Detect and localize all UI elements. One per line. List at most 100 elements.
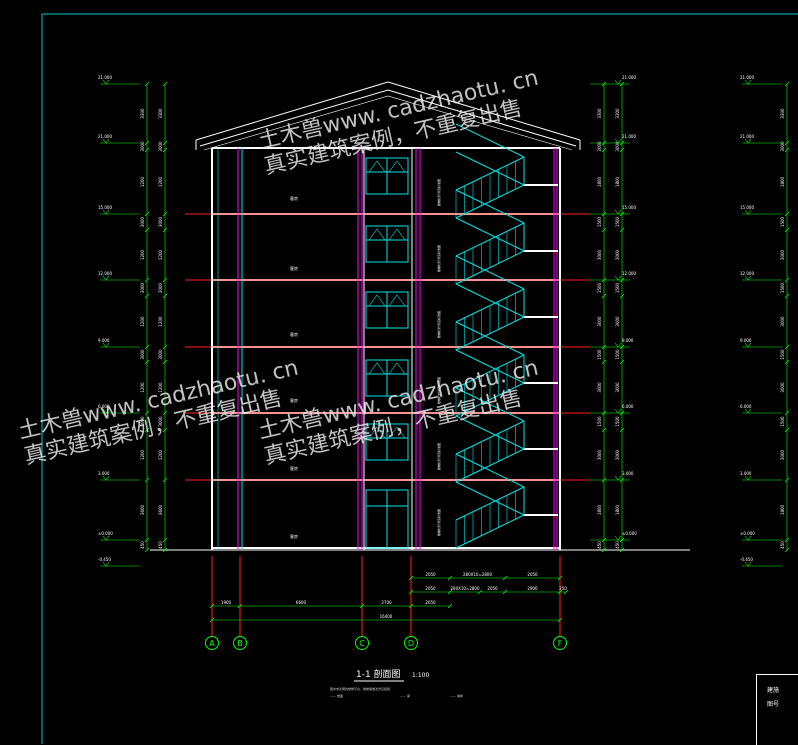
dim-far-right-value: 3300	[780, 108, 785, 119]
axis-label: F	[558, 639, 563, 648]
dim-row-1-tick	[408, 575, 414, 581]
dim-left-inner-tick	[162, 547, 168, 553]
dim-right-outer-tick	[619, 359, 625, 365]
dim-left-inner-tick	[162, 410, 168, 416]
room-label: 客房	[290, 465, 298, 471]
dim-right-outer-value: 450	[615, 541, 620, 549]
dim-left-outer-value: 3000	[140, 349, 145, 360]
dim-left-inner-value: 1200	[158, 316, 163, 327]
dim-far-right-tick	[784, 537, 790, 543]
dim-left-outer-value: 3600	[140, 504, 145, 515]
dim-far-right-value: 3000	[780, 141, 785, 152]
dim-left-outer-value: 3000	[140, 416, 145, 427]
dim-row-2-value: 2050	[425, 586, 436, 591]
stair-handrail-return	[455, 255, 525, 290]
room-label: 客房	[290, 195, 298, 201]
axis-label: B	[237, 639, 243, 648]
dim-left-outer-value: 450	[140, 541, 145, 549]
dim-left-outer-value: 3000	[140, 282, 145, 293]
elevation-right-value: 21.000	[622, 134, 636, 139]
dim-left-inner-tick	[162, 147, 168, 153]
dim-row-2-tick	[563, 589, 569, 595]
dim-right-inner-value: 3000	[597, 316, 602, 327]
dim-right-outer-value: 3000	[615, 316, 620, 327]
axis-bubble	[205, 636, 219, 650]
dim-row-3-value: 2050	[425, 600, 436, 605]
room-label: 客房	[290, 533, 298, 539]
dim-far-right-tick	[784, 477, 790, 483]
dim-row-2-tick	[557, 589, 563, 595]
dim-far-right-tick	[784, 344, 790, 350]
stair-note: 楼梯栏杆详见标准图	[436, 179, 441, 206]
stair-handrail-return	[455, 189, 525, 224]
window-opening-mark	[388, 228, 406, 241]
dim-right-inner-value: 1800	[597, 504, 602, 515]
stair-note: 楼梯栏杆详见标准图	[436, 443, 441, 470]
dim-left-inner-tick	[162, 211, 168, 217]
dim-right-outer-value: 3300	[615, 108, 620, 119]
dim-right-inner-value: 3000	[597, 382, 602, 393]
elevation-far-value: 15.000	[740, 205, 754, 210]
roof-inner-line	[199, 89, 577, 147]
elevation-right-marker	[614, 408, 622, 414]
dim-right-outer-value: 1800	[615, 176, 620, 187]
note-2: —— 楼面	[330, 693, 343, 698]
dim-left-inner-value: 3000	[158, 141, 163, 152]
dim-left-inner-value: 1200	[158, 382, 163, 393]
dim-right-inner-value: 450	[597, 541, 602, 549]
dim-right-outer-tick	[619, 293, 625, 299]
dim-right-outer-tick	[619, 547, 625, 553]
elevation-left-value: 12.000	[98, 271, 112, 276]
dim-row-3-tick	[408, 603, 414, 609]
dim-far-right-tick	[784, 81, 790, 87]
building-section	[150, 81, 690, 551]
dim-left-outer-tick	[144, 547, 150, 553]
room-label: 客房	[290, 265, 298, 271]
axis-bubble	[355, 636, 369, 650]
dim-right-outer-value: 1500	[615, 216, 620, 227]
dim-row-2-tick	[408, 589, 414, 595]
elevation-far-value: 3.000	[740, 471, 752, 476]
elevation-left-value: ±0.000	[98, 531, 113, 536]
window-opening-mark	[368, 362, 386, 375]
dim-row-2-value: 280X10=2800	[451, 586, 480, 591]
window-opening-mark	[368, 160, 386, 173]
elevation-right-marker	[614, 209, 622, 215]
elevation-left-value: 9.000	[98, 338, 110, 343]
dim-far-right-value: 3000	[780, 249, 785, 260]
section-title: 1-1 剖面图	[356, 668, 401, 680]
window-opening-mark	[368, 294, 386, 307]
dim-right-outer-value: 3000	[615, 382, 620, 393]
elevation-right-marker	[614, 138, 622, 144]
dim-left-outer-tick	[144, 227, 150, 233]
dim-row-3-value: 1900	[221, 600, 232, 605]
axis-label: D	[408, 639, 414, 648]
title-block-label: 建施	[767, 687, 780, 694]
elevation-right-marker	[614, 475, 622, 481]
dim-left-inner-value: 3300	[158, 108, 163, 119]
dim-left-outer-tick	[144, 277, 150, 283]
elevation-far-marker	[744, 342, 752, 348]
dim-far-right-value: 450	[780, 541, 785, 549]
window-opening-mark	[388, 362, 406, 375]
dim-right-outer-value: 3000	[615, 249, 620, 260]
dim-far-right-tick	[784, 359, 790, 365]
stair-flights: 楼梯栏杆详见标准图楼梯栏杆详见标准图楼梯栏杆详见标准图楼梯栏杆详见标准图楼梯栏杆…	[436, 123, 558, 549]
elevation-right-marker	[614, 535, 622, 541]
elevation-far-value: -0.450	[740, 557, 753, 562]
dim-right-outer-value: 1800	[615, 504, 620, 515]
dim-right-inner-value: 3000	[597, 141, 602, 152]
stair-flight-return	[455, 283, 525, 318]
dim-right-outer-value: 1500	[615, 349, 620, 360]
dim-right-inner-value: 1500	[597, 416, 602, 427]
dim-right-outer-tick	[619, 227, 625, 233]
stair-handrail-return	[455, 123, 525, 158]
window-opening-mark	[368, 228, 386, 241]
dim-right-outer-value: 3000	[615, 449, 620, 460]
dim-left-outer-tick	[144, 211, 150, 217]
elevation-right-value: ±0.000	[622, 531, 637, 536]
dim-row-2-tick	[447, 589, 453, 595]
roof-ceiling-line	[203, 95, 573, 151]
